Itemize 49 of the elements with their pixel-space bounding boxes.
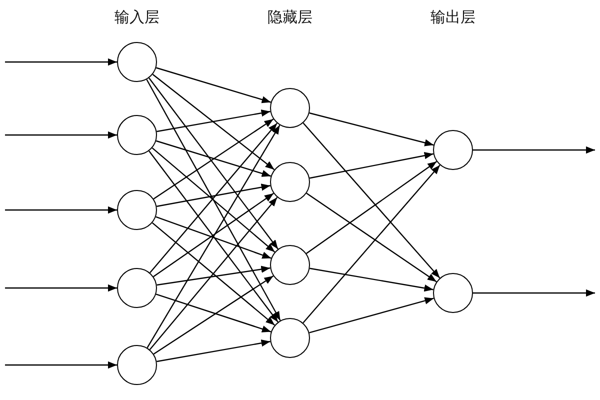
arrow bbox=[309, 297, 434, 334]
neuron-circle bbox=[117, 268, 157, 308]
neuron-circle bbox=[117, 190, 157, 230]
arrow bbox=[302, 164, 440, 324]
arrow bbox=[310, 268, 434, 292]
arrow bbox=[156, 340, 270, 362]
neuron-circle bbox=[270, 162, 310, 202]
arrow bbox=[146, 79, 281, 321]
neuron-circle bbox=[270, 88, 310, 128]
arrow bbox=[302, 122, 440, 278]
arrow bbox=[149, 196, 278, 350]
arrow bbox=[153, 192, 274, 278]
neuron-circle bbox=[270, 245, 310, 285]
arrow bbox=[156, 216, 272, 259]
neuron-circle bbox=[117, 345, 157, 385]
arrow bbox=[473, 146, 595, 154]
neuron-circle bbox=[117, 115, 157, 155]
neuron-circle bbox=[433, 273, 473, 313]
arrow bbox=[146, 124, 280, 348]
arrow bbox=[153, 275, 274, 355]
layer-heading: 隐藏层 bbox=[268, 8, 312, 27]
arrow bbox=[306, 161, 437, 254]
arrow bbox=[473, 289, 595, 297]
arrow bbox=[156, 294, 272, 332]
arrow bbox=[309, 112, 434, 146]
arrow bbox=[5, 58, 117, 66]
neuron-circle bbox=[117, 42, 157, 82]
arrow bbox=[156, 67, 272, 104]
arrow bbox=[5, 361, 117, 369]
arrow bbox=[156, 266, 270, 286]
layer-heading: 输入层 bbox=[114, 8, 160, 27]
arrow bbox=[5, 284, 117, 292]
neuron-circle bbox=[433, 130, 473, 170]
arrow bbox=[156, 184, 270, 207]
layer-heading: 输出层 bbox=[430, 8, 476, 27]
arrow bbox=[152, 148, 276, 252]
arrow bbox=[152, 222, 276, 326]
arrow bbox=[153, 118, 274, 200]
arrow bbox=[148, 78, 278, 250]
arrow bbox=[5, 131, 117, 139]
neuron-circle bbox=[270, 318, 310, 358]
arrow bbox=[156, 110, 270, 132]
arrow bbox=[148, 150, 278, 322]
arrow bbox=[306, 192, 437, 282]
arrow bbox=[5, 206, 117, 214]
arrow bbox=[156, 140, 272, 177]
arrow bbox=[310, 152, 434, 179]
arrow bbox=[150, 122, 278, 274]
arrow bbox=[152, 74, 275, 170]
